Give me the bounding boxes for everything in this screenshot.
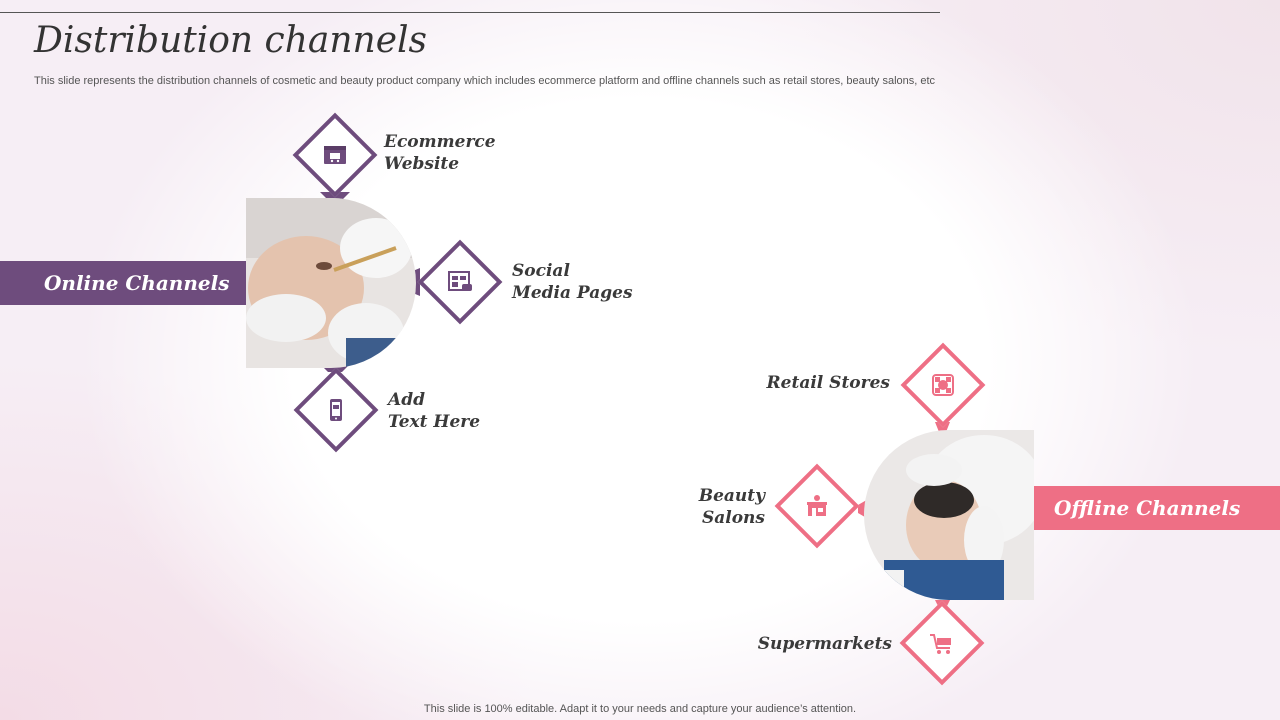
facial-treatment-photo [246,198,416,368]
header-divider [0,12,940,13]
offline-channels-band: Offline Channels [1030,486,1280,530]
footer-note: This slide is 100% editable. Adapt it to… [423,703,857,715]
beauty-salons-label: Beauty Salons [698,486,765,528]
mobile-phone-icon [322,396,350,424]
supermarkets-label: Supermarkets [757,634,892,654]
shopping-cart-icon [928,629,956,657]
social-media-label: Social Media Pages [512,261,633,303]
add-text-diamond [293,367,379,453]
ecommerce-website-icon [321,141,349,169]
page-subtitle: This slide represents the distribution c… [34,75,936,87]
retail-store-icon [929,371,957,399]
skincare-treatment-photo [864,430,1034,600]
online-channels-band: Online Channels [0,261,260,305]
ecommerce-label: Ecommerce Website [384,132,496,174]
retail-stores-diamond [900,342,986,428]
beauty-salons-diamond [774,463,860,549]
retail-stores-label: Retail Stores [766,373,890,393]
social-media-diamond [417,239,503,325]
supermarkets-diamond [899,600,985,686]
offline-channels-label: Offline Channels [1054,496,1241,520]
ecommerce-diamond [292,112,378,198]
page-title: Distribution channels [34,20,428,61]
online-channels-label: Online Channels [44,271,230,295]
beauty-salon-icon [803,492,831,520]
add-text-label: Add Text Here [388,390,481,432]
social-media-icon [446,268,474,296]
